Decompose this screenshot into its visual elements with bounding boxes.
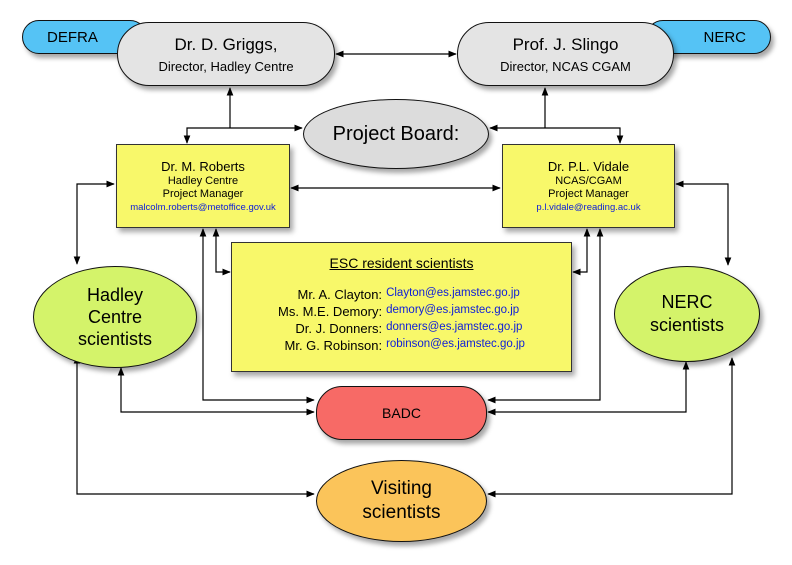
connector-hadley-badc xyxy=(117,367,315,416)
vidale-role: Project Manager xyxy=(548,187,629,200)
esc-person-email[interactable]: donners@es.jamstec.go.jp xyxy=(386,321,523,333)
nerc-line2: scientists xyxy=(649,315,725,335)
griggs-role: Director, Hadley Centre xyxy=(158,58,294,74)
visiting-line1: Visiting xyxy=(371,478,432,499)
esc-person-name: Ms. M.E. Demory: xyxy=(278,304,383,319)
vidale-name: Dr. P.L. Vidale xyxy=(547,158,630,174)
esc-person-email[interactable]: robinson@es.jamstec.go.jp xyxy=(386,338,525,350)
griggs-name: Dr. D. Griggs, xyxy=(174,34,278,54)
esc-person-name: Mr. A. Clayton: xyxy=(297,287,383,302)
roberts-email[interactable]: malcolm.roberts@metoffice.gov.uk xyxy=(130,201,276,213)
project-board-node: Project Board: xyxy=(303,99,489,169)
connector-roberts-esc xyxy=(212,228,231,276)
badc-node: BADC xyxy=(316,386,487,440)
roberts-node: Dr. M. Roberts Hadley Centre Project Man… xyxy=(116,144,290,228)
nerc-tag-label: NERC xyxy=(703,28,746,46)
connector-nerc-visiting xyxy=(487,357,736,498)
esc-scientists-box: ESC resident scientists Mr. A. Clayton: … xyxy=(231,242,572,372)
visiting-scientists-node: Visiting scientists xyxy=(316,460,487,542)
roberts-name: Dr. M. Roberts xyxy=(161,158,245,174)
defra-label: DEFRA xyxy=(47,28,98,46)
roberts-org: Hadley Centre xyxy=(167,174,239,187)
esc-person-email[interactable]: demory@es.jamstec.go.jp xyxy=(386,304,520,316)
slingo-role: Director, NCAS CGAM xyxy=(500,58,631,74)
connector-board-left xyxy=(183,124,303,144)
nerc-scientists-node: NERC scientists xyxy=(614,266,760,362)
griggs-node: Dr. D. Griggs, Director, Hadley Centre xyxy=(117,22,335,86)
slingo-name: Prof. J. Slingo xyxy=(512,34,619,54)
esc-title: ESC resident scientists xyxy=(329,255,474,271)
vidale-node: Dr. P.L. Vidale NCAS/CGAM Project Manage… xyxy=(502,144,675,228)
vidale-org: NCAS/CGAM xyxy=(555,174,622,187)
visiting-line2: scientists xyxy=(362,502,441,523)
connector-hadley-visiting xyxy=(73,355,315,498)
hadley-line2: Centre xyxy=(87,307,143,327)
slingo-node: Prof. J. Slingo Director, NCAS CGAM xyxy=(457,22,674,86)
hadley-line1: Hadley xyxy=(86,285,144,305)
connector-board-right xyxy=(489,124,624,144)
esc-person-name: Mr. G. Robinson: xyxy=(284,338,383,353)
nerc-line1: NERC xyxy=(661,292,713,312)
esc-people-list: Mr. A. Clayton: Clayton@es.jamstec.go.jp… xyxy=(278,287,525,353)
vidale-email[interactable]: p.l.vidale@reading.ac.uk xyxy=(536,201,641,213)
connector-vidale-esc xyxy=(572,228,591,276)
roberts-role: Project Manager xyxy=(162,187,244,200)
hadley-scientists-node: Hadley Centre scientists xyxy=(33,266,197,368)
badc-label: BADC xyxy=(382,405,421,421)
connector-roberts-hadley xyxy=(73,180,115,265)
esc-person-name: Dr. J. Donners: xyxy=(295,321,383,336)
hadley-line3: scientists xyxy=(77,329,153,349)
project-board-label: Project Board: xyxy=(332,122,460,145)
esc-person-email[interactable]: Clayton@es.jamstec.go.jp xyxy=(386,287,520,299)
connector-vidale-nerc xyxy=(675,180,732,266)
